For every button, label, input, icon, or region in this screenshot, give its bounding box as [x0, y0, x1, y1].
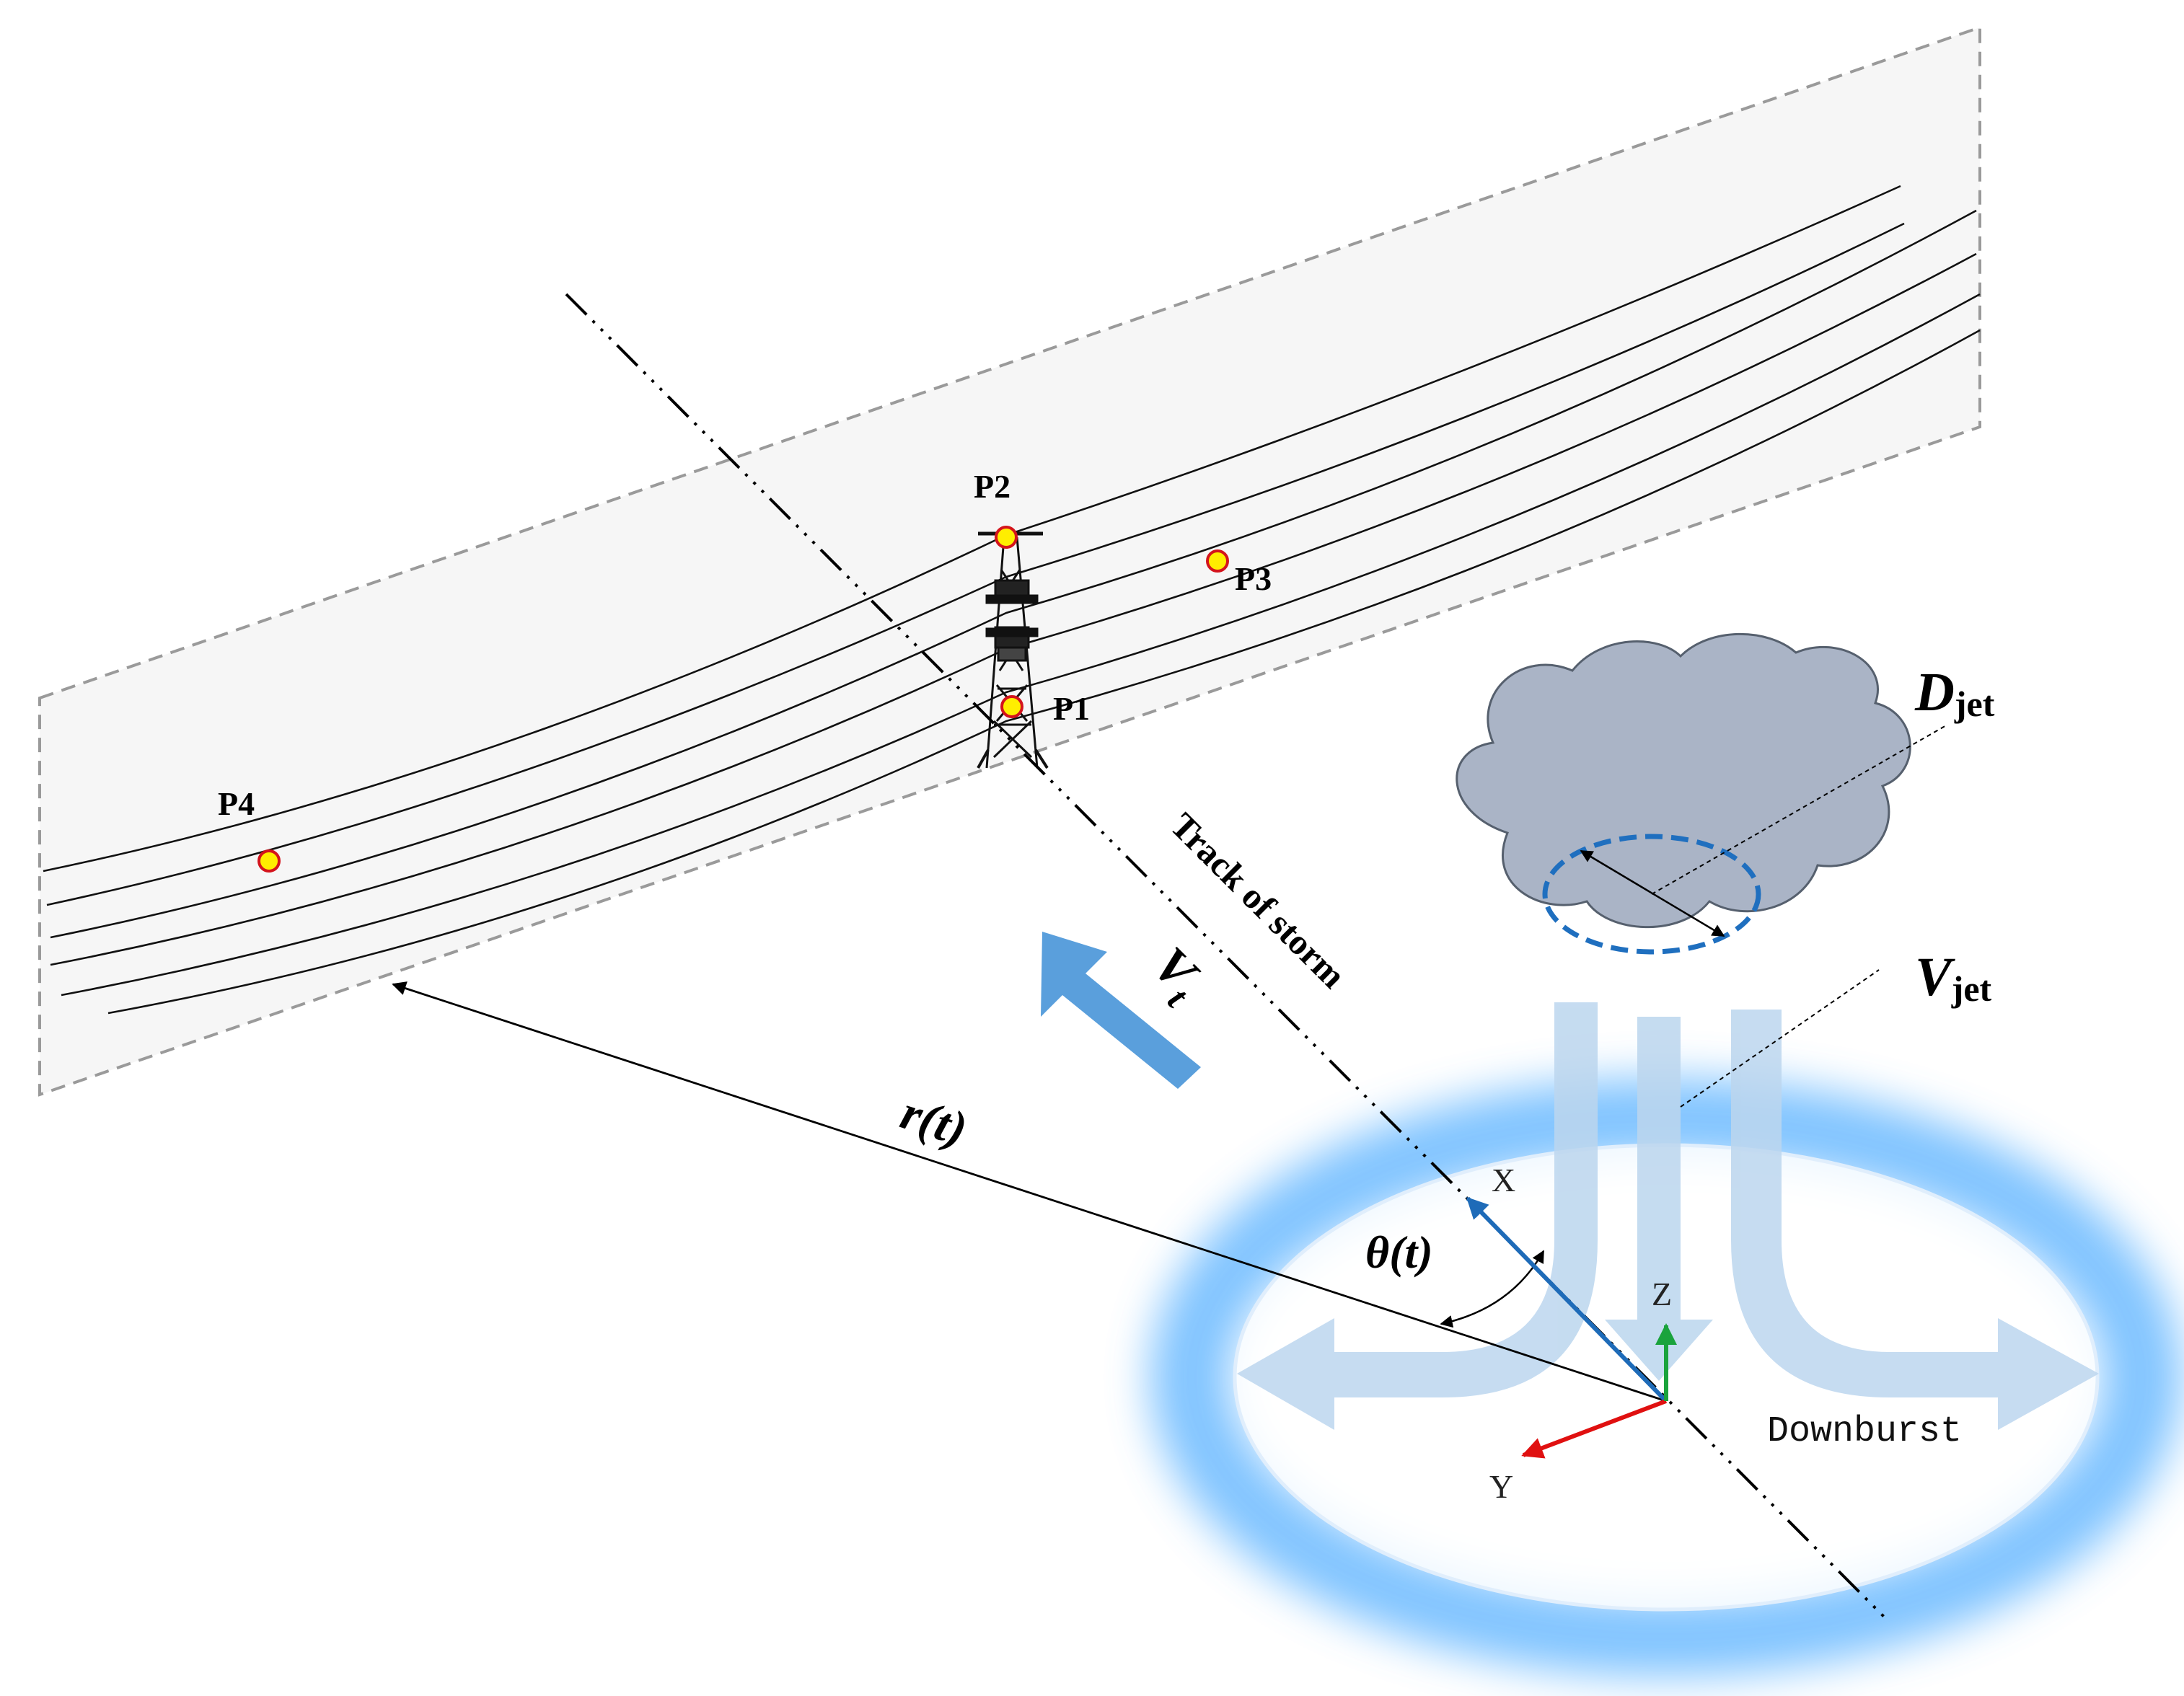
axis-x-label: X	[1492, 1162, 1515, 1198]
point-p4: P4	[218, 785, 281, 873]
storm-velocity-label: Vt	[1135, 936, 1215, 1016]
distance-vector	[392, 981, 1667, 1403]
point-p4-label: P4	[218, 785, 255, 822]
point-p1: P1	[1000, 690, 1090, 727]
transmission-tower	[977, 531, 1049, 769]
djet-sub: jet	[1954, 684, 1995, 724]
downburst-flow	[1237, 1002, 2099, 1430]
point-p2: P2	[974, 468, 1018, 549]
flow-left	[1237, 1002, 1598, 1430]
djet-leader	[1651, 724, 1948, 895]
point-p1-label: P1	[1053, 690, 1090, 727]
cloud-shape	[1456, 632, 1911, 929]
conductor-5	[107, 329, 1981, 1015]
point-p4-marker	[257, 849, 281, 873]
storm-velocity-arrow	[1041, 932, 1201, 1089]
point-p2-label: P2	[974, 468, 1010, 505]
flow-right	[1731, 1010, 2099, 1430]
jet-velocity-label: Vjet	[1915, 947, 1992, 1009]
axis-z-label: Z	[1652, 1276, 1672, 1312]
point-p1-marker	[1000, 695, 1023, 718]
distance-label: r(t)	[894, 1085, 974, 1157]
downburst-label: Downburst	[1767, 1411, 1962, 1452]
storm-velocity-shape	[1041, 932, 1201, 1089]
point-p3-label: P3	[1235, 560, 1272, 597]
axis-x-arrow	[1466, 1196, 1668, 1403]
vjet-main: V	[1915, 947, 1955, 1007]
storm-track	[565, 293, 1888, 1620]
axis-y-arrow	[1521, 1399, 1668, 1459]
conductor-2	[50, 209, 1977, 939]
angle-arc	[1440, 1250, 1545, 1328]
angle-label: θ(t)	[1365, 1227, 1433, 1278]
djet-main: D	[1914, 662, 1955, 723]
vjet-leader	[1680, 969, 1880, 1108]
point-p3: P3	[1206, 549, 1272, 597]
coordinate-axes: X Y Z	[1466, 1162, 1677, 1505]
flow-center	[1605, 1017, 1713, 1381]
conductor-4	[61, 293, 1981, 997]
storm-cloud	[1456, 632, 1911, 955]
line-plane	[38, 25, 1981, 1097]
vjet-sub: jet	[1951, 968, 1992, 1009]
point-p2-marker	[995, 526, 1018, 549]
axis-y-label: Y	[1489, 1468, 1513, 1505]
point-p3-marker	[1206, 549, 1229, 573]
jet-diameter-ring	[1542, 834, 1761, 955]
jet-diameter-label: Djet	[1914, 662, 1995, 724]
